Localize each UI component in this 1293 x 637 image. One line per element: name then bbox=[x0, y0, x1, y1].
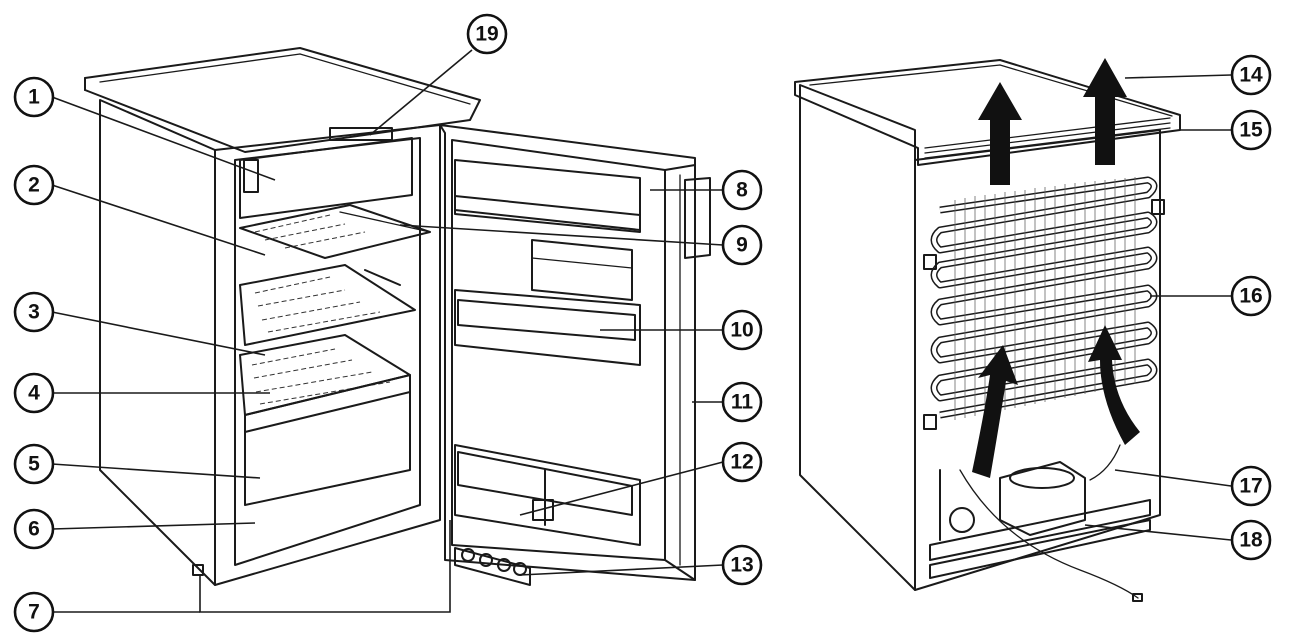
svg-text:17: 17 bbox=[1239, 475, 1262, 498]
svg-text:5: 5 bbox=[28, 453, 40, 476]
cabinet-front-frame bbox=[214, 124, 441, 586]
svg-text:2: 2 bbox=[28, 174, 40, 197]
glass-shelf-upper bbox=[239, 204, 431, 259]
power-cable bbox=[959, 469, 1139, 599]
callout-2: 2 bbox=[13, 164, 55, 206]
freezer-compartment bbox=[239, 137, 413, 219]
callout-1: 1 bbox=[13, 76, 55, 118]
callout-5: 5 bbox=[13, 443, 55, 485]
leader-lines bbox=[51, 49, 1232, 613]
callout-6: 6 bbox=[13, 508, 55, 550]
small-door-shelf bbox=[531, 239, 633, 301]
callout-7: 7 bbox=[13, 591, 55, 633]
callout-8: 8 bbox=[721, 169, 763, 211]
callout-9: 9 bbox=[721, 224, 763, 266]
svg-text:12: 12 bbox=[730, 451, 753, 474]
rear-worktop bbox=[794, 59, 1181, 166]
dairy-compartment bbox=[454, 159, 641, 231]
bottle-rack bbox=[454, 444, 641, 546]
callout-10: 10 bbox=[721, 309, 763, 351]
callout-15: 15 bbox=[1230, 109, 1272, 151]
callout-19: 19 bbox=[466, 13, 508, 55]
svg-text:6: 6 bbox=[28, 518, 40, 541]
crisper-drawer bbox=[244, 374, 411, 506]
callout-13: 13 bbox=[721, 544, 763, 586]
svg-text:14: 14 bbox=[1239, 64, 1263, 87]
svg-text:1: 1 bbox=[28, 86, 40, 109]
svg-text:18: 18 bbox=[1239, 529, 1263, 552]
svg-text:11: 11 bbox=[731, 391, 754, 414]
callout-17: 17 bbox=[1230, 465, 1272, 507]
svg-text:7: 7 bbox=[28, 601, 40, 624]
svg-text:8: 8 bbox=[736, 179, 748, 202]
fridge-rear-view bbox=[794, 58, 1181, 602]
svg-text:9: 9 bbox=[736, 234, 748, 257]
refrigerator-door bbox=[439, 124, 711, 581]
compressor bbox=[939, 444, 1121, 541]
callout-4: 4 bbox=[13, 372, 55, 414]
svg-text:3: 3 bbox=[28, 301, 40, 324]
door-handle bbox=[684, 177, 711, 259]
door-shelf bbox=[454, 289, 641, 366]
rear-side-panel bbox=[799, 84, 916, 591]
svg-text:10: 10 bbox=[730, 319, 753, 342]
svg-text:19: 19 bbox=[475, 23, 498, 46]
fridge-front-view bbox=[84, 47, 711, 613]
rear-back-panel bbox=[914, 129, 1161, 591]
callout-18: 18 bbox=[1230, 519, 1272, 561]
svg-text:13: 13 bbox=[730, 554, 753, 577]
svg-text:15: 15 bbox=[1239, 119, 1263, 142]
svg-text:4: 4 bbox=[28, 382, 40, 405]
callout-12: 12 bbox=[721, 441, 763, 483]
crisper-cover bbox=[239, 334, 411, 416]
worktop bbox=[84, 47, 481, 153]
svg-text:16: 16 bbox=[1239, 285, 1262, 308]
glass-shelf-middle bbox=[239, 264, 416, 346]
ventilation-grille bbox=[924, 117, 1171, 159]
thermostat-control bbox=[329, 127, 393, 141]
egg-tray bbox=[454, 547, 531, 586]
adjustable-foot bbox=[192, 564, 204, 576]
airflow-arrows bbox=[972, 58, 1140, 478]
callout-3: 3 bbox=[13, 291, 55, 333]
callout-14: 14 bbox=[1230, 54, 1272, 96]
callout-16: 16 bbox=[1230, 275, 1272, 317]
condenser-coil bbox=[923, 176, 1165, 430]
callout-11: 11 bbox=[721, 381, 763, 423]
cabinet-side-panel bbox=[99, 99, 216, 586]
